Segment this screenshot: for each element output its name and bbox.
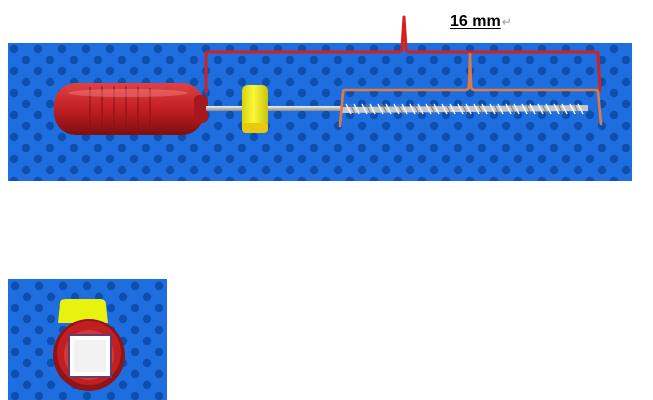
red-handle bbox=[54, 83, 208, 135]
length-annotation: 16 mm ↵ bbox=[450, 13, 512, 31]
handle-end-photo bbox=[8, 279, 167, 400]
file-shaft bbox=[206, 106, 342, 111]
yellow-stopper-end bbox=[58, 299, 108, 323]
carriage-return-icon: ↵ bbox=[501, 15, 512, 29]
file-side-photo bbox=[8, 43, 632, 181]
length-label: 16 mm bbox=[450, 13, 501, 30]
yellow-stopper bbox=[242, 85, 268, 133]
